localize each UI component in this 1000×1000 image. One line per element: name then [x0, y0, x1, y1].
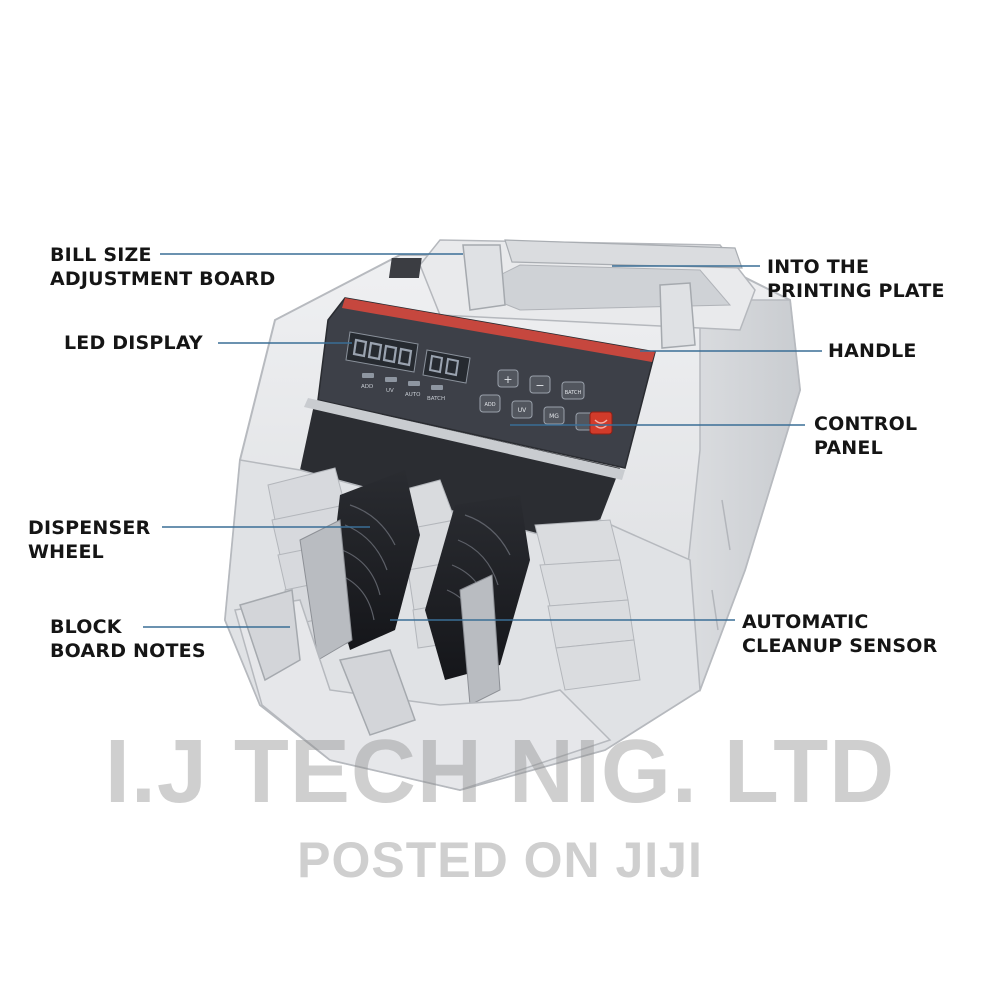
- led-digits-secondary: [428, 354, 460, 377]
- label-dispenser-wheel: DISPENSER WHEEL: [28, 516, 150, 564]
- label-control-panel: CONTROL PANEL: [814, 412, 917, 460]
- key-batch: [561, 381, 585, 400]
- label-line: BLOCK: [50, 616, 122, 638]
- accent-stripe: [342, 298, 655, 362]
- watermark-posted-on: POSTED ON JIJI: [297, 832, 703, 888]
- leader-lines: [143, 253, 822, 628]
- ribs-right: [534, 519, 641, 691]
- key-minus: [529, 375, 551, 394]
- svg-text:AUTO: AUTO: [405, 392, 421, 398]
- key-legends: + − BATCH ADD UV MG: [484, 373, 581, 420]
- svg-text:MG: MG: [549, 413, 559, 420]
- label-line: LED DISPLAY: [64, 332, 203, 354]
- label-line: PANEL: [814, 437, 883, 459]
- label-into-the-printing-plate: INTO THE PRINTING PLATE: [767, 255, 945, 303]
- key-uv: [511, 400, 533, 419]
- side-vents: [711, 499, 731, 631]
- label-line: WHEEL: [28, 541, 104, 563]
- machine-side: [679, 299, 801, 693]
- bill-guide-right: [659, 282, 696, 349]
- svg-text:−: −: [535, 379, 544, 392]
- svg-text:ADD: ADD: [361, 384, 373, 390]
- label-line: AUTOMATIC: [742, 611, 869, 633]
- key-mg: [543, 406, 565, 425]
- block-board-left: [239, 589, 301, 682]
- label-line: INTO THE: [767, 256, 870, 278]
- svg-text:BATCH: BATCH: [565, 390, 582, 396]
- label-line: ADJUSTMENT BOARD: [50, 268, 276, 290]
- label-line: CONTROL: [814, 413, 918, 435]
- svg-text:UV: UV: [386, 388, 394, 394]
- svg-text:UV: UV: [518, 407, 527, 414]
- stacker-tray: [234, 599, 612, 791]
- power-button-glyph: [594, 419, 608, 429]
- label-line: CLEANUP SENSOR: [742, 635, 938, 657]
- label-automatic-cleanup-sensor: AUTOMATIC CLEANUP SENSOR: [742, 610, 937, 658]
- feed-cavity-lip: [304, 398, 625, 480]
- led-digits: [352, 338, 413, 367]
- dispenser-wheel-right: [425, 495, 530, 706]
- svg-text:ADD: ADD: [484, 402, 495, 408]
- panel-keys: [479, 369, 597, 431]
- block-board-right: [338, 649, 416, 736]
- watermark-company: I.J TECH NIG. LTD: [104, 722, 896, 822]
- key-add: [479, 394, 501, 413]
- label-bill-size-adjustment-board: BILL SIZE ADJUSTMENT BOARD: [50, 243, 275, 291]
- svg-text:BATCH: BATCH: [427, 396, 445, 402]
- label-line: DISPENSER: [28, 517, 151, 539]
- label-led-display: LED DISPLAY: [64, 331, 203, 355]
- feed-cavity: [300, 400, 620, 540]
- hopper-dark-slot: [388, 258, 422, 278]
- dispenser-wheel-left: [299, 470, 420, 661]
- key-plus: [497, 369, 519, 388]
- indicator-labels: ADD UV AUTO BATCH: [361, 384, 445, 402]
- label-block-board-notes: BLOCK BOARD NOTES: [50, 615, 206, 663]
- label-line: HANDLE: [828, 340, 917, 362]
- label-handle: HANDLE: [828, 339, 917, 363]
- svg-text:+: +: [503, 373, 512, 386]
- handle-bar: [504, 239, 743, 269]
- label-line: BILL SIZE: [50, 244, 152, 266]
- label-line: BOARD NOTES: [50, 640, 206, 662]
- label-line: PRINTING PLATE: [767, 280, 945, 302]
- bill-guide-left: [462, 244, 506, 311]
- indicator-leds: [362, 373, 443, 390]
